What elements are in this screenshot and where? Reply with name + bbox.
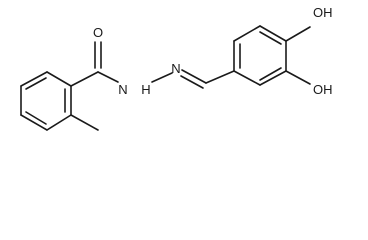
imine-double-bond xyxy=(180,75,204,89)
hydroxyl-upper-bond xyxy=(285,26,311,42)
ring-b-bond xyxy=(259,25,287,42)
chemical-structure: O N H N OH OH xyxy=(20,5,333,131)
imine-nitrogen-label: N xyxy=(171,61,180,76)
hydroxyl-lower-label: OH xyxy=(313,82,333,97)
ring-a-bond xyxy=(20,114,48,131)
ring-b-bond xyxy=(259,70,287,86)
ring-a-inner-bond xyxy=(25,111,47,125)
methine-to-ring-bond xyxy=(205,70,235,84)
methyl-bond xyxy=(70,114,99,131)
ring-a-inner-bond xyxy=(25,77,47,90)
toluoyl-ring xyxy=(20,71,72,131)
amide-hydrogen-label: H xyxy=(141,82,150,97)
amide-nitrogen-label: N xyxy=(118,82,127,97)
hydroxyl-lower-bond xyxy=(285,70,311,85)
carbonyl-oxygen-label: O xyxy=(93,25,103,40)
nh-to-n-bond xyxy=(151,72,173,83)
ring-to-carbonyl-bond xyxy=(70,71,99,87)
ring-a-bond xyxy=(46,114,72,131)
ring-a-bond xyxy=(20,71,48,87)
hydroxyl-upper-label: OH xyxy=(313,5,333,20)
ring-b-bond xyxy=(233,25,261,42)
imine-double-bond xyxy=(181,69,207,84)
ring-b-inner-bond xyxy=(259,67,282,81)
catechol-ring xyxy=(233,25,287,86)
carbonyl-to-nh-bond xyxy=(97,71,119,83)
ring-b-inner-bond xyxy=(259,31,282,45)
ring-b-bond xyxy=(233,70,261,86)
ring-a-bond xyxy=(46,71,72,87)
